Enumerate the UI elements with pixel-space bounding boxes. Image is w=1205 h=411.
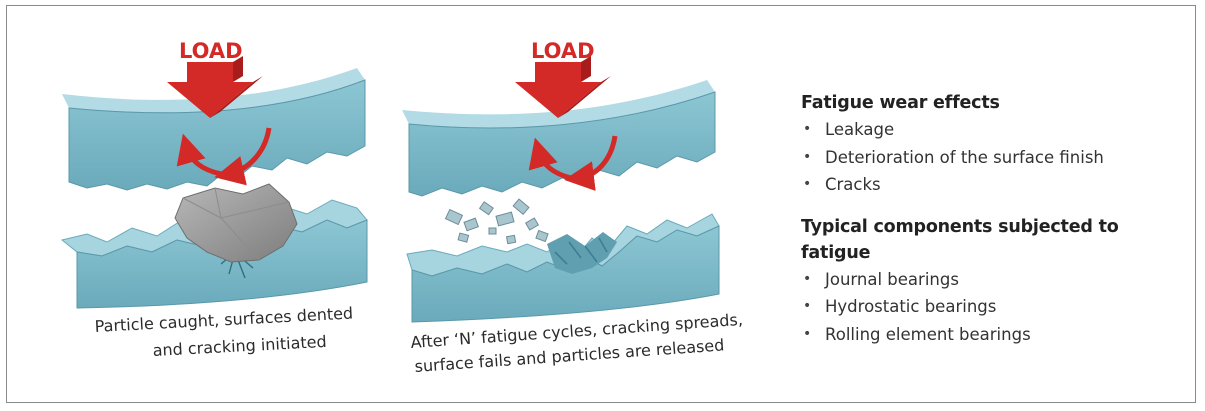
bullet-icon: • xyxy=(803,148,812,165)
panel-1-caption-line-1: Particle caught, surfaces dented xyxy=(94,303,353,336)
trapped-particle xyxy=(174,183,298,263)
list-item: • Rolling element bearings xyxy=(801,321,1191,349)
list-item-label: Rolling element bearings xyxy=(825,324,1031,344)
fatigue-wear-effects-section: Fatigue wear effects • Leakage • Deteriora… xyxy=(801,90,1191,199)
lower-block-front xyxy=(411,225,720,323)
typical-components-section: Typical components subjected to fatigue … xyxy=(801,214,1191,349)
panel-2-scene xyxy=(402,56,720,323)
effects-heading: Fatigue wear effects xyxy=(801,93,1000,113)
list-item: • Journal bearings xyxy=(801,266,1191,294)
panel-1-scene xyxy=(60,56,368,309)
rotation-arrow-icon xyxy=(176,133,222,177)
spalled-surface xyxy=(547,232,617,274)
figure-frame: LOAD Particle caught, surfaces dented an… xyxy=(6,5,1196,403)
components-list: •Journal bearings •Hydrostatic bearings … xyxy=(801,266,1191,349)
list-item: • Deterioration of the surface finish xyxy=(801,144,1191,172)
list-item: • Hydrostatic bearings xyxy=(801,293,1191,321)
panel-1-load-label: LOAD xyxy=(179,39,243,63)
list-item: • Cracks xyxy=(801,171,1191,199)
load-arrow-icon xyxy=(167,62,253,118)
bullet-icon: • xyxy=(803,270,812,287)
info-panel: Fatigue wear effects • Leakage • Deteriora… xyxy=(801,90,1191,348)
rotation-arrow-icon xyxy=(564,135,618,192)
list-item-label: Hydrostatic bearings xyxy=(825,297,997,316)
list-item-label: Cracks xyxy=(825,175,881,194)
upper-block-front xyxy=(68,79,366,191)
list-item: • Leakage xyxy=(801,116,1191,144)
list-item-label: Leakage xyxy=(825,120,895,139)
effects-list: • Leakage • Deterioration of the surface f… xyxy=(801,116,1191,199)
upper-block-top xyxy=(62,68,365,113)
bullet-icon: • xyxy=(803,121,812,137)
crack-lines xyxy=(220,251,254,279)
panel-1-caption-line-2: and cracking initiated xyxy=(152,332,327,360)
released-particles xyxy=(444,198,549,245)
bullet-icon: • xyxy=(803,325,812,342)
list-item-label: Journal bearings xyxy=(825,269,959,289)
fatigue-illustration: LOAD Particle caught, surfaces dented an… xyxy=(60,39,743,376)
list-item-label: Deterioration of the surface finish xyxy=(825,147,1104,167)
load-arrow-icon xyxy=(515,62,601,118)
rotation-arrow-icon xyxy=(214,127,272,186)
panel-2-load-label: LOAD xyxy=(531,39,595,63)
components-heading: Typical components subjected to fatigue xyxy=(801,216,1119,263)
bullet-icon: • xyxy=(803,176,812,192)
upper-block-front xyxy=(408,91,716,197)
bullet-icon: • xyxy=(803,298,812,314)
rotation-arrow-icon xyxy=(528,137,572,181)
upper-block-top xyxy=(402,80,715,129)
